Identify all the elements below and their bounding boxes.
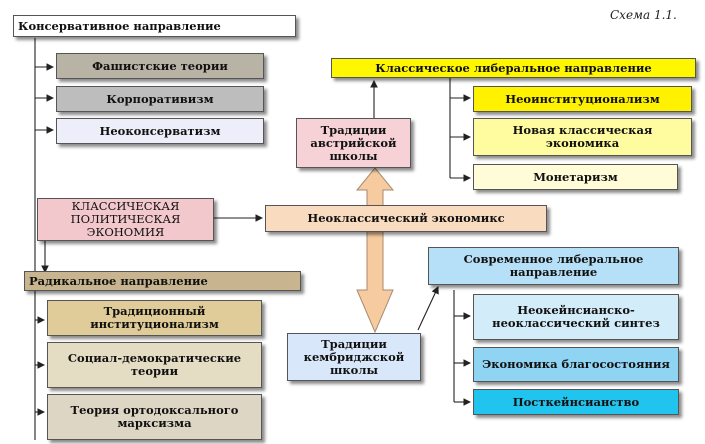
classic-political-box: КЛАССИЧЕСКАЯ ПОЛИТИЧЕСКАЯ ЭКОНОМИЯ <box>37 198 214 241</box>
monetarism-box: Монетаризм <box>473 164 678 190</box>
orthodox-marxism-box: Теория ортодоксального марксизма <box>47 394 262 440</box>
scheme-label: Схема 1.1. <box>610 8 677 22</box>
new-classical-box: Новая классическая экономика <box>473 118 692 156</box>
conservative-box: Консервативное направление <box>13 15 296 37</box>
classic-liberal-box: Классическое либеральное направление <box>331 58 696 78</box>
neoclassical-mix-box: Неоклассический экономикс <box>265 205 547 232</box>
postkeynes-box: Посткейнсианство <box>473 389 679 415</box>
modern-liberal-box: Современное либеральное направление <box>428 247 679 285</box>
welfare-box: Экономика благосостояния <box>473 347 679 382</box>
arrow-to-modern-liberal <box>417 286 439 331</box>
cambridge-box: Традиции кембриджской школы <box>287 333 421 381</box>
double-arrow-shape <box>355 167 395 334</box>
radical-box: Радикальное направление <box>24 271 301 291</box>
neoinstitutionalism-box: Неоинституционализм <box>473 86 692 112</box>
corporatism-box: Корпоративизм <box>56 86 264 112</box>
trad-institutionalism-box: Традиционный институционализм <box>47 300 262 336</box>
social-democratic-box: Социал-демократические теории <box>47 342 262 388</box>
fascist-box: Фашистские теории <box>56 53 264 79</box>
neokeynes-box: Неокейнсианско-неоклассический синтез <box>473 294 679 340</box>
neoconservatism-box: Неоконсерватизм <box>56 118 264 144</box>
austrian-box: Традиции австрийской школы <box>296 118 411 168</box>
